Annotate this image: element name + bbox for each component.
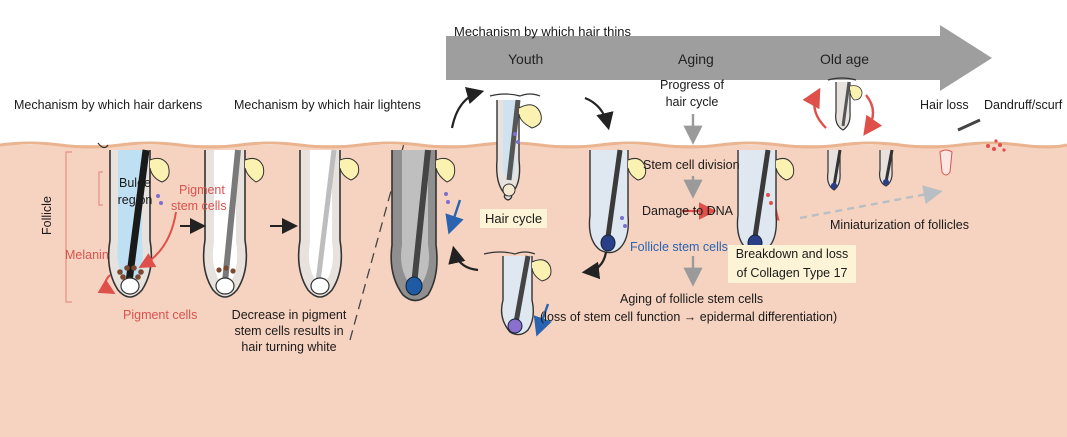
follicle-label: Follicle bbox=[40, 196, 54, 235]
skin-background bbox=[0, 145, 1067, 437]
breakdown-label-2: of Collagen Type 17 bbox=[728, 264, 856, 283]
progress-label-2: hair cycle bbox=[665, 95, 719, 109]
thinning-banner-arrow bbox=[446, 25, 992, 91]
stage-old-age: Old age bbox=[820, 51, 870, 67]
follicle-cycle-right bbox=[588, 149, 647, 254]
skin-surface bbox=[0, 141, 1067, 149]
hair-cycle-label: Hair cycle bbox=[480, 209, 548, 228]
stem-division-label: Stem cell division bbox=[643, 158, 740, 172]
pigment-stem-label-2: stem cells bbox=[171, 199, 227, 213]
miniaturization-label: Miniaturization of follicles bbox=[830, 218, 969, 232]
hair-loss-label: Hair loss bbox=[920, 98, 969, 112]
cycle-arrow-right bbox=[584, 96, 614, 131]
white-text-2: stem cells results in bbox=[234, 324, 344, 338]
old-cycle-arrow-right bbox=[863, 94, 883, 136]
pigment-stem-label-1: Pigment bbox=[179, 183, 225, 197]
aging-stem-label-1: Aging of follicle stem cells bbox=[620, 292, 764, 306]
progress-label-1: Progress of bbox=[660, 78, 724, 92]
dandruff-label: Dandruff/scurf bbox=[984, 98, 1063, 112]
damage-label: Damage to DNA bbox=[642, 204, 734, 218]
follicle-lightening bbox=[202, 149, 265, 298]
old-cycle-arrow-left bbox=[802, 87, 827, 129]
shed-hair bbox=[957, 118, 981, 132]
follicle-old-1 bbox=[827, 149, 842, 191]
aging-stem-label-2: (loss of stem cell function → epidermal … bbox=[540, 310, 838, 324]
follicle-aging bbox=[736, 149, 795, 254]
thinning-title: Mechanism by which hair thins bbox=[454, 24, 632, 39]
follicle-old-top bbox=[827, 77, 863, 131]
blue-arrow-bottom bbox=[533, 303, 552, 337]
follicle-anagen bbox=[390, 149, 456, 302]
bulge-label-1: Bulge bbox=[119, 176, 151, 190]
follicle-old-2 bbox=[879, 149, 894, 187]
lightens-title: Mechanism by which hair lightens bbox=[234, 98, 421, 112]
follicle-bracket bbox=[65, 151, 103, 303]
melanin-red-arrow bbox=[97, 274, 116, 295]
melanin-label: Melanin bbox=[65, 248, 109, 262]
follicle-white bbox=[297, 149, 360, 298]
bulge-label-2: region bbox=[117, 193, 153, 207]
dandruff-flakes bbox=[986, 139, 1006, 152]
follicle-stem-label: Follicle stem cells bbox=[630, 240, 728, 254]
blue-arrow-left bbox=[445, 199, 464, 235]
section-divider bbox=[349, 139, 406, 341]
stage-youth: Youth bbox=[508, 51, 544, 67]
cycle-arrow-left bbox=[448, 245, 479, 272]
stage-aging: Aging bbox=[678, 51, 714, 67]
follicle-old-3 bbox=[939, 149, 953, 176]
pigment-stem-red-arrow bbox=[138, 211, 177, 268]
breakdown-label-1: Breakdown and loss bbox=[728, 245, 856, 264]
white-text-1: Decrease in pigment bbox=[231, 308, 347, 322]
darkens-title: Mechanism by which hair darkens bbox=[14, 98, 203, 112]
pigment-cells-label: Pigment cells bbox=[123, 308, 198, 322]
cycle-arrow-up bbox=[450, 86, 485, 129]
follicle-cycle-top bbox=[489, 93, 542, 201]
follicle-cycle-bottom bbox=[483, 251, 552, 336]
white-text-3: hair turning white bbox=[241, 340, 337, 354]
cycle-arrow-down bbox=[581, 251, 608, 280]
